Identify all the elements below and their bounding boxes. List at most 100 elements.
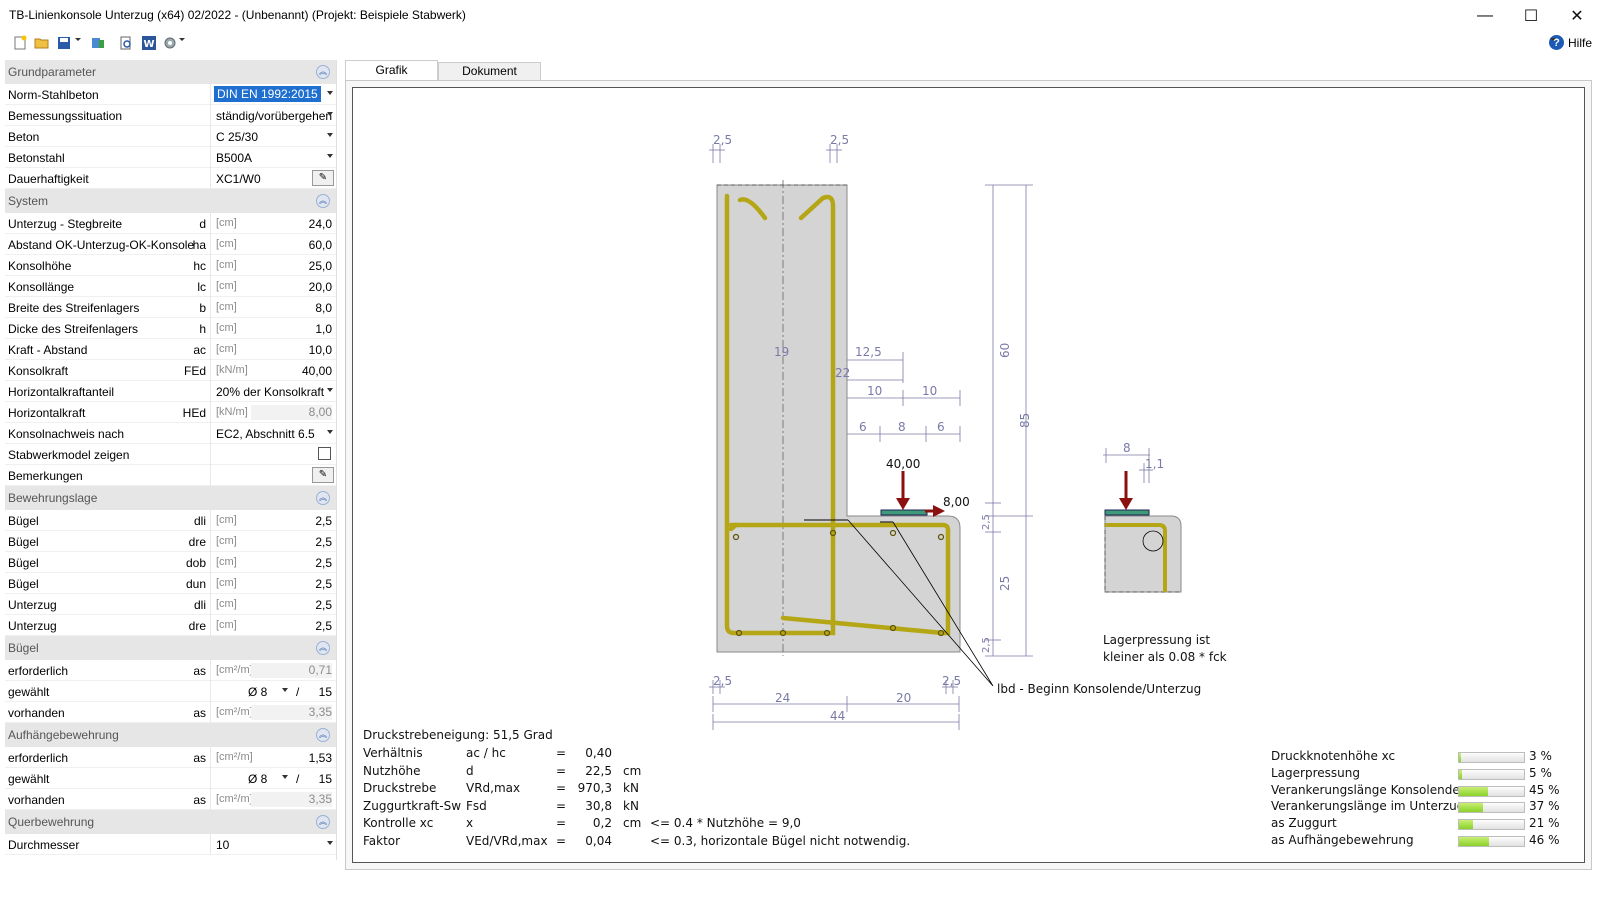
aufh-diameter-select[interactable]: Ø 8 — [248, 772, 268, 786]
chevron-down-icon[interactable] — [327, 430, 333, 434]
section-system[interactable]: System ︽ — [5, 189, 336, 213]
word-export-icon[interactable]: W — [141, 35, 159, 53]
value-input[interactable]: 2,5 — [315, 577, 332, 591]
buegel-gewaehlt-field: Ø 8 / 15 — [210, 681, 337, 702]
chevron-down-icon[interactable] — [327, 112, 333, 116]
beton-select[interactable]: C 25/30 — [210, 126, 337, 147]
chevron-down-icon[interactable] — [282, 688, 288, 692]
bemessung-select[interactable]: ständig/vorübergehen — [210, 105, 337, 126]
row-aufh-vorhanden: vorhanden as [cm²/m] 3,35 — [5, 789, 336, 810]
open-folder-icon[interactable] — [34, 35, 52, 53]
betonstahl-select[interactable]: B500A — [210, 147, 337, 168]
konsolnachweis-select[interactable]: EC2, Abschnitt 6.5 — [210, 423, 337, 444]
help-menu[interactable]: ? Hilfe — [1548, 35, 1592, 50]
buegel-spacing-input[interactable]: 15 — [318, 685, 332, 699]
field-label: gewählt — [8, 685, 50, 699]
tab-grafik[interactable]: Grafik — [345, 60, 438, 81]
value-input[interactable]: 2,5 — [315, 514, 332, 528]
field-symbol: as — [193, 706, 206, 720]
minimize-button[interactable]: — — [1477, 7, 1493, 24]
value-input[interactable]: 60,0 — [308, 238, 332, 252]
collapse-icon[interactable]: ︽ — [316, 815, 330, 829]
new-file-icon[interactable] — [12, 35, 30, 53]
value-input[interactable]: 20,0 — [308, 280, 332, 294]
section-buegel[interactable]: Bügel ︽ — [5, 636, 336, 660]
chevron-down-icon[interactable] — [327, 91, 333, 95]
result-unit: cm — [623, 816, 642, 831]
edit-icon[interactable]: ✎ — [312, 170, 334, 186]
maximize-button[interactable]: ☐ — [1523, 8, 1539, 25]
section-bewehrungslage[interactable]: Bewehrungslage ︽ — [5, 486, 336, 510]
value-field[interactable]: [cm]20,0 — [210, 276, 337, 297]
settings-gear-icon[interactable] — [162, 35, 180, 53]
value-field[interactable]: [cm]25,0 — [210, 255, 337, 276]
field-label: Bügel — [8, 577, 39, 591]
value-field[interactable]: [cm]2,5 — [210, 510, 337, 531]
chevron-down-icon[interactable] — [327, 841, 333, 845]
value-field[interactable]: [cm]24,0 — [210, 213, 337, 234]
field-unit: [cm] — [216, 535, 237, 547]
edit-icon[interactable]: ✎ — [312, 467, 334, 483]
chevron-down-icon[interactable] — [282, 775, 288, 779]
value-field[interactable]: [cm]2,5 — [210, 615, 337, 636]
value-field[interactable]: [cm]60,0 — [210, 234, 337, 255]
utilization-bar-fill — [1459, 753, 1461, 762]
aufh-gewaehlt-field: Ø 8 / 15 — [210, 768, 337, 789]
utilization-percent: 5 % — [1529, 765, 1552, 780]
save-dropdown-icon[interactable] — [74, 35, 84, 53]
export-icon[interactable] — [90, 35, 108, 53]
chevron-down-icon[interactable] — [327, 133, 333, 137]
tab-dokument[interactable]: Dokument — [438, 62, 541, 81]
result-val: 30,8 — [585, 798, 612, 813]
collapse-icon[interactable]: ︽ — [316, 728, 330, 742]
utilization-percent: 3 % — [1529, 749, 1552, 763]
buegel-diameter-select[interactable]: Ø 8 — [248, 685, 268, 699]
utilization-bar — [1458, 836, 1525, 847]
value-input[interactable]: 25,0 — [308, 259, 332, 273]
value-input[interactable]: 2,5 — [315, 619, 332, 633]
section-aufhaengebewehrung[interactable]: Aufhängebewehrung ︽ — [5, 723, 336, 747]
row-durchmesser: Durchmesser 10 — [5, 834, 336, 855]
collapse-icon[interactable]: ︽ — [316, 65, 330, 79]
value-field[interactable]: [cm]2,5 — [210, 594, 337, 615]
value-field[interactable]: [cm]1,0 — [210, 318, 337, 339]
value-field[interactable]: [cm]8,0 — [210, 297, 337, 318]
durchmesser-select[interactable]: 10 — [210, 834, 337, 855]
value-input[interactable]: 10,0 — [308, 343, 332, 357]
value-input[interactable]: 2,5 — [315, 535, 332, 549]
collapse-icon[interactable]: ︽ — [316, 194, 330, 208]
settings-dropdown-icon[interactable] — [178, 35, 188, 53]
drawing-area[interactable]: 2,5 2,5 19 12,5 22 10 10 6 8 6 60 85 25 … — [352, 87, 1585, 863]
value-field[interactable]: [kN/m]40,00 — [210, 360, 337, 381]
print-preview-icon[interactable] — [118, 35, 136, 53]
chevron-down-icon[interactable] — [327, 154, 333, 158]
close-button[interactable]: ✕ — [1570, 8, 1584, 25]
value-input[interactable]: 2,5 — [315, 556, 332, 570]
norm-select[interactable]: DIN EN 1992:2015 — [210, 84, 337, 105]
value-input[interactable]: 1,0 — [315, 322, 332, 336]
field-label: Konsolhöhe — [8, 259, 72, 273]
value-input[interactable]: 2,5 — [315, 598, 332, 612]
section-querbewehrung[interactable]: Querbewehrung ︽ — [5, 810, 336, 834]
konsolnachweis-value: EC2, Abschnitt 6.5 — [216, 427, 315, 441]
horizontalkraftanteil-select[interactable]: 20% der Konsolkraft — [210, 381, 337, 402]
value-field[interactable]: [cm]2,5 — [210, 573, 337, 594]
save-icon[interactable] — [56, 35, 74, 53]
chevron-down-icon[interactable] — [327, 388, 333, 392]
durchmesser-value: 10 — [216, 838, 230, 852]
section-grundparameter[interactable]: Grundparameter ︽ — [5, 60, 336, 84]
value-field[interactable]: [cm]10,0 — [210, 339, 337, 360]
result-unit: kN — [623, 781, 639, 796]
value-field[interactable]: [cm]2,5 — [210, 552, 337, 573]
value-field[interactable]: [cm] 2,5 — [210, 531, 337, 552]
stabwerkmodel-checkbox[interactable] — [318, 447, 331, 460]
value-input[interactable]: 24,0 — [308, 217, 332, 231]
aufh-spacing-input[interactable]: 15 — [318, 772, 332, 786]
value-input[interactable]: 8,0 — [315, 301, 332, 315]
collapse-icon[interactable]: ︽ — [316, 491, 330, 505]
collapse-icon[interactable]: ︽ — [316, 641, 330, 655]
value-input[interactable]: 40,00 — [301, 364, 332, 378]
